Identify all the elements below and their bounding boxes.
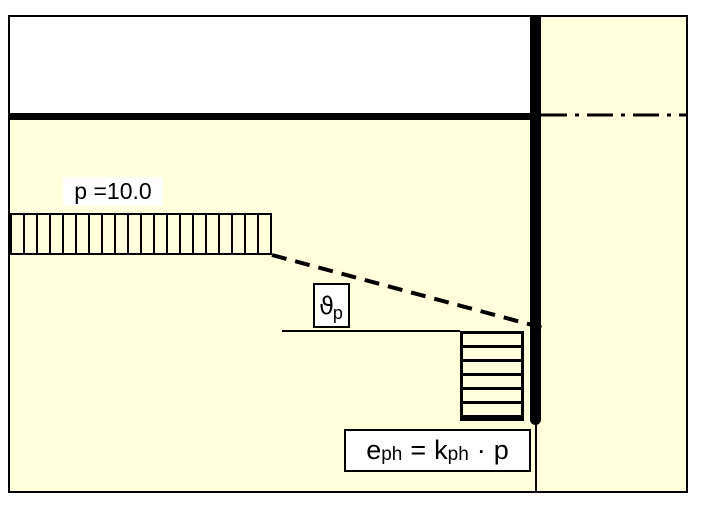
ground-surface-line	[10, 113, 530, 120]
formula-lhs: e	[366, 435, 382, 465]
sky-band	[10, 17, 530, 113]
formula-rhs: k	[434, 435, 448, 465]
surcharge-load-hatch	[10, 213, 272, 255]
formula-equals: =	[410, 435, 427, 465]
excavation-level-line	[282, 330, 460, 332]
surcharge-label: p =10.0	[63, 177, 163, 206]
formula-operator: ·	[476, 435, 486, 465]
retaining-wall	[530, 17, 541, 425]
formula-variable: p	[493, 435, 509, 465]
vartheta-symbol: ϑ	[319, 291, 334, 320]
vartheta-subscript: p	[332, 302, 343, 323]
wall-axis-lower-line	[535, 423, 537, 491]
passive-pressure-hatch-box	[460, 331, 524, 421]
